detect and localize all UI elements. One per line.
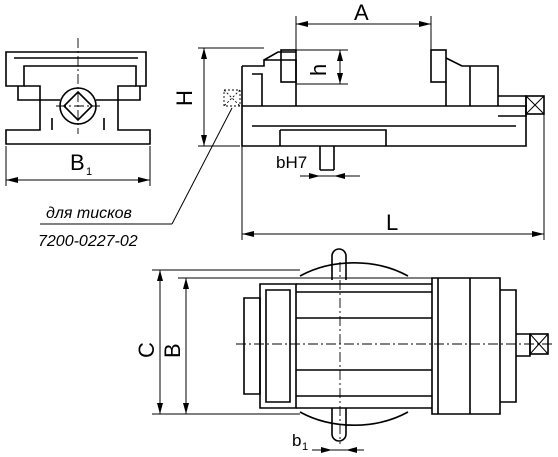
- dimension-bh7: bH7: [276, 153, 360, 179]
- bh7-label: bH7: [276, 153, 307, 172]
- h-label: h: [306, 64, 331, 76]
- a-label: A: [354, 0, 369, 25]
- dimension-l: L: [241, 114, 545, 240]
- dimension-a: A: [295, 0, 432, 50]
- b1-slot-label: b: [292, 431, 301, 450]
- b1-slot-subscript: 1: [302, 441, 308, 453]
- end-view: [5, 38, 151, 145]
- dimension-c: C: [134, 269, 300, 415]
- dimension-h-total: H: [172, 47, 264, 147]
- note-callout: для тисков 7200-0227-02: [38, 107, 233, 250]
- c-label: C: [134, 342, 159, 358]
- b1-subscript: 1: [86, 166, 92, 178]
- side-view: [223, 49, 545, 171]
- dimension-b1-slot: b 1: [292, 431, 364, 453]
- note-line-2: 7200-0227-02: [38, 233, 138, 250]
- note-line-1: для тисков: [46, 205, 132, 222]
- dimension-b1: B 1: [5, 146, 151, 186]
- b1-label: B: [70, 150, 85, 175]
- l-label: L: [386, 210, 398, 235]
- h-total-label: H: [172, 90, 197, 106]
- plan-view: [236, 248, 554, 444]
- dimension-b: B: [160, 277, 432, 415]
- b-label: B: [160, 343, 185, 358]
- dimension-h: h: [296, 49, 348, 85]
